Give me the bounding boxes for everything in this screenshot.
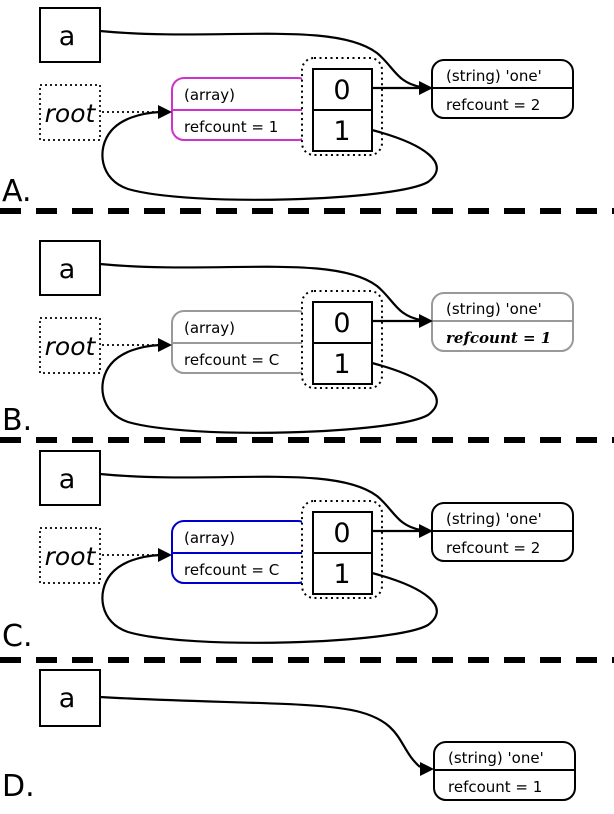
string-refcount-label: refcount = 1	[448, 778, 542, 796]
root-label: root	[45, 332, 97, 361]
string-type-label: (string) 'one'	[446, 510, 542, 528]
array-type-label: (array)	[184, 529, 235, 547]
string-type-label: (string) 'one'	[448, 749, 544, 767]
cell1-self-loop-arrow	[101, 343, 438, 434]
root-box	[39, 527, 101, 584]
variable-label: a	[59, 464, 76, 495]
panel-d: a (string) 'one' refcount = 1 D.	[2, 669, 576, 804]
root-box	[39, 84, 101, 141]
array-refcount-label: refcount = C	[184, 351, 279, 369]
string-arrowhead-icon	[420, 762, 434, 776]
panel-label: D.	[2, 769, 35, 804]
string-arrowhead-icon	[419, 314, 433, 328]
panel-a: a root (array) refcount = 1 0 1 (string)…	[2, 7, 574, 209]
variable-box	[39, 669, 101, 727]
root-label: root	[45, 542, 97, 571]
variable-box	[39, 240, 101, 296]
variable-box	[39, 450, 101, 506]
string-refcount-label: refcount = 2	[446, 96, 540, 114]
array-refcount-label: refcount = C	[184, 561, 279, 579]
panel-c: a root (array) refcount = C 0 1 (string)…	[2, 450, 574, 654]
root-label: root	[45, 99, 97, 128]
variable-to-string-arrow	[99, 29, 422, 89]
variable-box	[39, 7, 101, 63]
variable-to-string-arrow	[99, 695, 421, 768]
variable-to-string-arrow	[99, 262, 422, 322]
cell1-self-loop-arrow	[101, 110, 438, 201]
string-arrowhead-icon	[419, 81, 433, 95]
cell-1-label: 1	[333, 116, 350, 147]
string-type-label: (string) 'one'	[446, 300, 542, 318]
string-type-label: (string) 'one'	[446, 67, 542, 85]
array-arrowhead-icon	[158, 105, 172, 119]
string-refcount-label: refcount = 2	[446, 539, 540, 557]
variable-label: a	[59, 254, 76, 285]
panel-b: a root (array) refcount = C 0 1 (string)…	[2, 240, 574, 438]
panel-label: C.	[2, 619, 32, 654]
variable-to-string-arrow	[99, 472, 422, 532]
variable-label: a	[59, 21, 76, 52]
array-arrowhead-icon	[158, 338, 172, 352]
root-box	[39, 317, 101, 374]
panel-label: A.	[2, 174, 32, 209]
panel-label: B.	[2, 403, 32, 438]
string-refcount-label: refcount = 1	[446, 329, 551, 347]
cell-0-label: 0	[333, 75, 350, 106]
array-arrowhead-icon	[158, 548, 172, 562]
array-refcount-label: refcount = 1	[184, 118, 278, 136]
array-type-label: (array)	[184, 86, 235, 104]
cell1-self-loop-arrow	[101, 553, 438, 644]
cell-0-label: 0	[333, 518, 350, 549]
cell-1-label: 1	[333, 559, 350, 590]
variable-label: a	[59, 683, 76, 714]
array-type-label: (array)	[184, 319, 235, 337]
string-arrowhead-icon	[419, 524, 433, 538]
cell-1-label: 1	[333, 349, 350, 380]
cell-0-label: 0	[333, 308, 350, 339]
